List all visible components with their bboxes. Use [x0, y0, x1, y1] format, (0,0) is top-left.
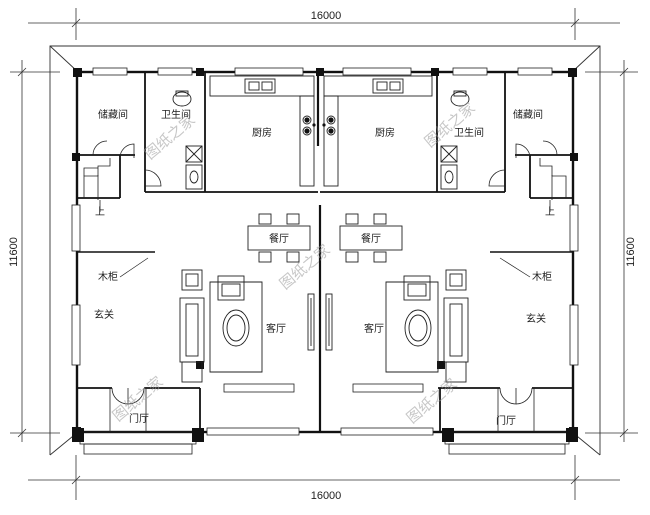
- room-label-kitchen-left: 厨房: [252, 126, 272, 139]
- room-label-foyer-right: 玄关: [526, 312, 546, 325]
- room-label-bath-left: 卫生间: [161, 108, 191, 121]
- porch-columns: [72, 428, 578, 442]
- dining-table-right: [339, 213, 403, 263]
- stair-up-label-left: 上: [95, 206, 105, 218]
- stair-up-label-right: 上: [545, 206, 555, 218]
- room-label-living-right: 客厅: [364, 322, 384, 335]
- top-dimension-label: 16000: [311, 10, 342, 22]
- cabinet-leaders: [119, 257, 531, 278]
- room-label-porch-right: 门厅: [496, 414, 516, 427]
- bottom-dimension-label: 16000: [311, 490, 342, 502]
- room-label-dining-right: 餐厅: [361, 232, 381, 245]
- room-label-living-left: 客厅: [266, 322, 286, 335]
- kitchen-fixtures: [209, 75, 433, 187]
- dining-table-left: [247, 213, 311, 263]
- right-dimension-line: [585, 60, 638, 442]
- tv-cabinets: [307, 293, 333, 351]
- stairs: [83, 158, 567, 212]
- right-dimension-label: 11600: [625, 237, 637, 267]
- room-label-dining-left: 餐厅: [269, 232, 289, 245]
- living-set-right: [385, 269, 469, 383]
- room-label-foyer-left: 玄关: [94, 308, 114, 321]
- left-dimension-line: [10, 60, 60, 442]
- room-label-cabinet-right: 木柜: [532, 270, 552, 283]
- bathroom-fixtures: [172, 90, 470, 190]
- room-label-cabinet-left: 木柜: [98, 270, 118, 283]
- stove-burners: [304, 117, 334, 134]
- watermark-text: 图纸之家: [403, 375, 461, 427]
- room-label-bath-right: 卫生间: [454, 126, 484, 139]
- watermarks: 图纸之家 图纸之家 图纸之家 图纸之家 图纸之家: [109, 99, 479, 427]
- top-dimension-line: [28, 8, 620, 40]
- party-wall: [316, 72, 322, 432]
- watermark-text: 图纸之家: [421, 99, 479, 151]
- room-label-storage-left: 储藏间: [98, 108, 128, 121]
- room-label-storage-right: 储藏间: [513, 108, 543, 121]
- left-dimension-label: 11600: [8, 237, 20, 267]
- room-label-porch-left: 门厅: [129, 412, 149, 425]
- room-label-kitchen-right: 厨房: [375, 126, 395, 139]
- living-set-left: [179, 269, 263, 383]
- porch-steps: [79, 431, 570, 455]
- door-swings: [92, 140, 558, 405]
- bottom-dimension-line: [28, 455, 620, 500]
- porch-rails: [109, 388, 535, 432]
- windows: [71, 67, 579, 436]
